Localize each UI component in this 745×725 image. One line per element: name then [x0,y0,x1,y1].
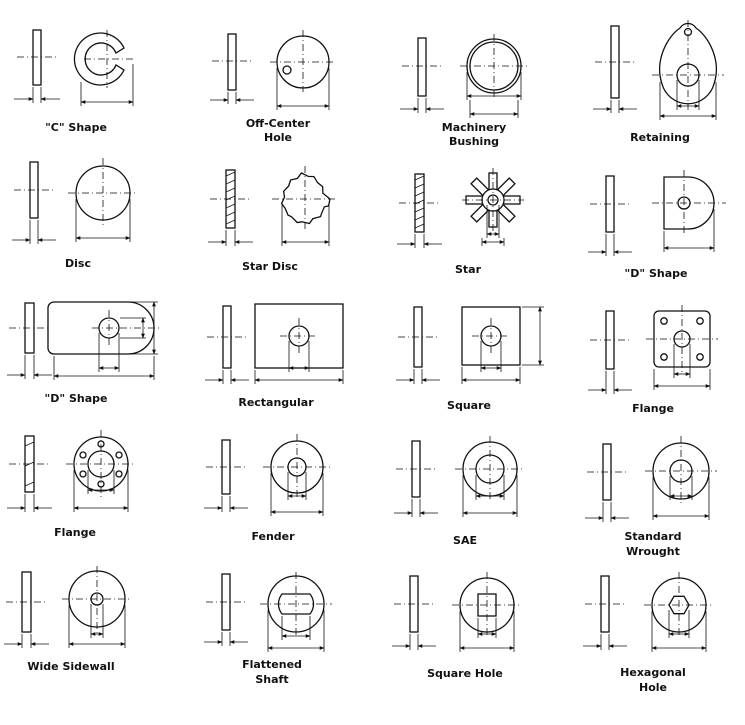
side-view [588,310,632,394]
side-view [400,37,444,113]
side-view [7,302,52,379]
side-view [210,33,254,104]
face-view [263,434,331,516]
caption-d-shape-2: "D" Shape [45,392,108,405]
face-view [68,158,138,242]
side-view [394,440,438,517]
face-view [460,34,528,118]
washer-standard-wrought [585,436,717,522]
caption-c-shape: "C" Shape [45,121,107,134]
side-view [396,306,440,384]
washer-square-hole [392,572,522,652]
washer-rectangular [205,303,344,384]
caption-flange-1: Flange [632,402,674,415]
caption-square: Square [447,399,491,412]
face-view [462,168,524,246]
side-view [585,443,629,522]
side-view [583,575,627,650]
side-view [204,573,248,646]
caption-star-disc: Star Disc [242,260,298,273]
face-view [254,303,344,384]
washer-fender [204,434,331,516]
side-view [205,305,249,384]
face-view [455,436,525,517]
washer-wide-sidewall [4,566,132,648]
washer-star [397,168,524,248]
washer-sae [394,436,525,517]
face-view [461,306,544,384]
caption-flange-2: Flange [54,526,96,539]
washer-machinery-bushing [400,34,528,118]
washer-flange-1 [588,305,718,394]
caption-sae: SAE [453,534,477,547]
caption-fender: Fender [251,530,295,543]
face-view [73,30,134,106]
side-view [4,571,49,648]
side-view [14,29,60,103]
caption-square-hole: Square Hole [427,667,503,680]
washer-c-shape [14,29,134,106]
washer-retaining [593,20,724,120]
face-view [646,305,718,390]
washer-flange-2 [7,430,136,512]
side-view [204,439,248,512]
face-view [260,572,332,652]
caption-d-shape-1: "D" Shape [625,267,688,280]
side-view [12,161,56,244]
washer-flattened-shaft [204,572,332,652]
side-view [588,175,632,256]
caption-disc: Disc [65,257,91,270]
caption-star: Star [455,263,482,276]
washer-d-shape-1 [588,170,726,256]
washer-star-disc [208,166,338,246]
caption-wide-sidewall: Wide Sidewall [27,660,114,673]
face-view [272,166,338,246]
washer-square [396,306,544,384]
side-view [208,169,253,246]
face-view [652,170,726,252]
washer-hexagonal-hole [583,572,714,652]
face-view [644,572,714,652]
face-view [66,430,136,512]
washer-d-shape-2 [7,301,160,380]
washer-off-center-hole [210,30,336,110]
side-view [7,435,52,512]
face-view [62,566,132,648]
side-view [593,25,637,113]
washer-disc [12,158,138,244]
caption-rectangular: Rectangular [238,396,314,409]
side-view [392,575,436,650]
face-view [452,572,522,652]
side-view [397,173,442,248]
face-view [645,436,717,520]
face-view [270,30,336,110]
caption-retaining: Retaining [630,131,690,144]
face-view [652,20,724,120]
face-view [47,301,160,380]
